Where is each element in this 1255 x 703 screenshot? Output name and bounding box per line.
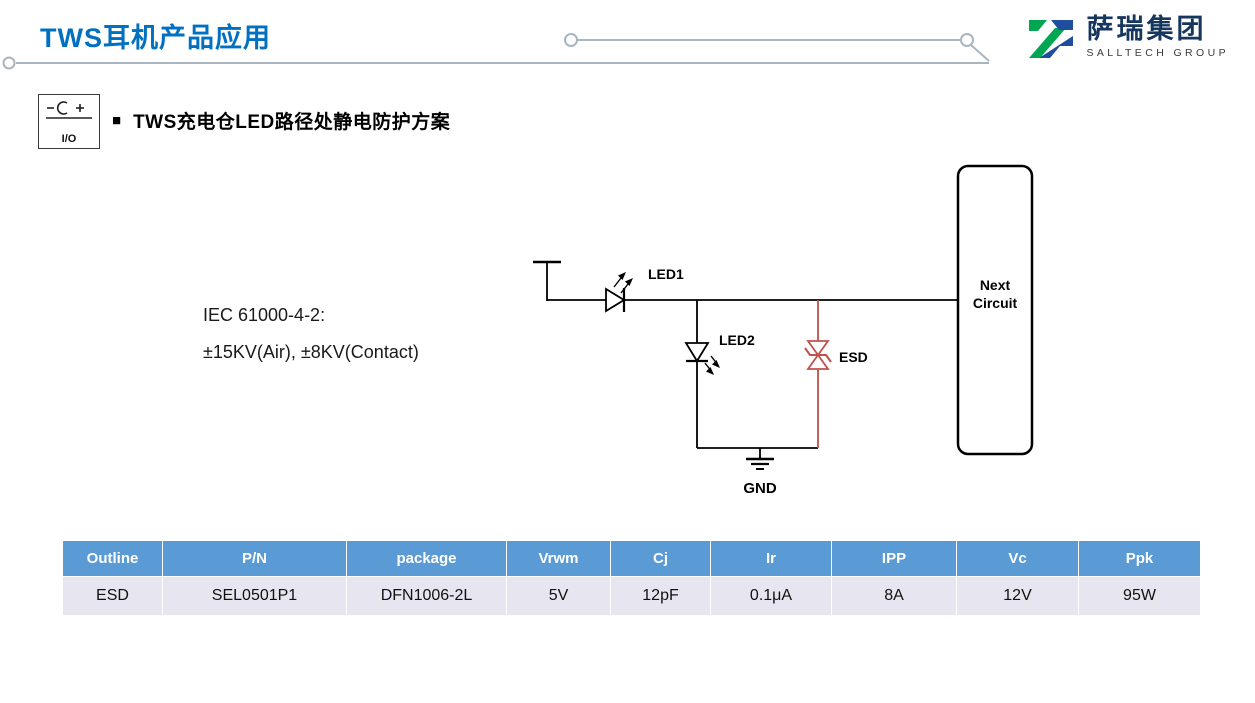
table-cell: 5V	[506, 576, 611, 616]
table-header-cell: Outline	[62, 540, 163, 577]
section-bullet-icon: ■	[112, 111, 122, 129]
next-circuit-label-line2: Circuit	[973, 295, 1018, 311]
spec-table: Outline P/N package Vrwm Cj Ir IPP Vc Pp…	[62, 540, 1201, 616]
table-cell: SEL0501P1	[162, 576, 347, 616]
table-header-cell: Vc	[956, 540, 1079, 577]
logo-text: 萨瑞集团 SALLTECH GROUP	[1086, 14, 1229, 59]
table-header-cell: Ppk	[1078, 540, 1201, 577]
table-cell: 0.1μA	[710, 576, 832, 616]
circuit-wires	[533, 260, 958, 459]
table-header-row: Outline P/N package Vrwm Cj Ir IPP Vc Pp…	[62, 540, 1201, 577]
table-cell: 95W	[1078, 576, 1201, 616]
io-label: I/O	[61, 133, 77, 145]
table-header-cell: P/N	[162, 540, 347, 577]
table-header-cell: package	[346, 540, 507, 577]
table-cell: DFN1006-2L	[346, 576, 507, 616]
esd-label: ESD	[839, 349, 868, 365]
iec-spec-text: IEC 61000-4-2: ±15KV(Air), ±8KV(Contact)	[203, 297, 419, 371]
table-cell: 8A	[831, 576, 957, 616]
io-connector-icon	[46, 101, 92, 119]
table-header-cell: IPP	[831, 540, 957, 577]
esd-tvs-symbol	[804, 300, 832, 448]
page-title: TWS耳机产品应用	[40, 23, 271, 53]
table-cell: 12V	[956, 576, 1079, 616]
iec-spec-line1: IEC 61000-4-2:	[203, 305, 326, 325]
table-header-cell: Cj	[610, 540, 711, 577]
section-heading-text: TWS充电仓LED路径处静电防护方案	[133, 111, 451, 133]
io-pictogram-box: I/O	[38, 94, 100, 149]
salltech-logo-icon	[1029, 20, 1074, 58]
company-logo: 萨瑞集团 SALLTECH GROUP	[1025, 14, 1229, 62]
gnd-label: GND	[743, 480, 777, 497]
section-heading: ■ TWS充电仓LED路径处静电防护方案	[112, 105, 450, 135]
led2-symbol	[684, 342, 720, 375]
table-cell: ESD	[62, 576, 163, 616]
ground-symbol	[746, 457, 774, 470]
led2-label: LED2	[719, 332, 755, 348]
next-circuit-block: Next Circuit	[956, 164, 1034, 456]
led1-symbol	[605, 272, 633, 313]
table-header-cell: Vrwm	[506, 540, 611, 577]
next-circuit-label-line1: Next	[980, 277, 1011, 293]
iec-spec-line2: ±15KV(Air), ±8KV(Contact)	[203, 342, 419, 362]
table-row: ESD SEL0501P1 DFN1006-2L 5V 12pF 0.1μA 8…	[62, 576, 1201, 616]
logo-name: 萨瑞集团	[1086, 14, 1207, 44]
led1-label: LED1	[648, 266, 684, 282]
table-header-cell: Ir	[710, 540, 832, 577]
table-cell: 12pF	[610, 576, 711, 616]
logo-subtitle: SALLTECH GROUP	[1086, 47, 1229, 60]
